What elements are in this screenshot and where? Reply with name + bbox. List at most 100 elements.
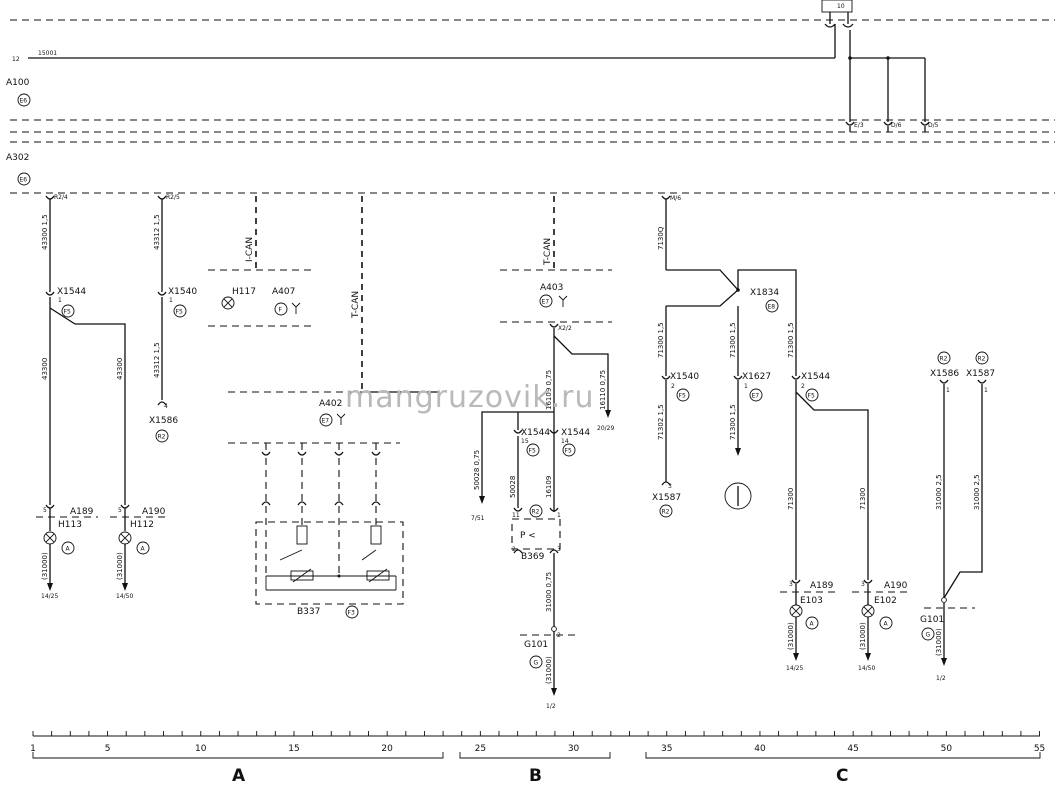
component-label: A403: [540, 283, 563, 293]
connector-pin: 3: [668, 483, 672, 490]
wire-label: 31000 0,75: [545, 572, 553, 612]
ruler-number: 1: [30, 744, 36, 754]
connector-label: X1627: [742, 372, 771, 382]
bus-label: I-CAN: [245, 237, 255, 262]
ref-out: 1/2: [546, 703, 556, 710]
connector-pin: 4: [164, 403, 168, 410]
connector-pin: 14: [561, 438, 569, 445]
wire-label: 43312 1,5: [153, 214, 161, 250]
wire-label: 31000 2,5: [935, 474, 943, 510]
ruler-number: 20: [381, 744, 393, 754]
pin-label: 1: [557, 512, 561, 519]
wire-label: 71300 1,5: [657, 322, 665, 358]
connector-pin: 2: [671, 383, 675, 390]
component-label: G101: [920, 615, 944, 625]
ref-out: 14/25: [41, 593, 58, 600]
connector-label: X1540: [670, 372, 699, 382]
component-ref: F: [279, 307, 283, 314]
component-ref: A: [66, 546, 71, 553]
connector-ref: E8: [768, 304, 776, 311]
wire-label: 16109: [545, 476, 553, 498]
component-label: B337: [297, 607, 320, 617]
circuit-h112: 5 A190 H112 A (31000) 14/50: [110, 504, 170, 600]
component-label: E102: [874, 596, 897, 606]
section-c-label: C: [836, 766, 848, 786]
connector-label: X1540: [168, 287, 197, 297]
wire-label: 71300 1,5: [729, 404, 737, 440]
wire-label: (31000): [935, 628, 943, 656]
tap-label: R2/4: [54, 194, 68, 201]
ruler-number: 40: [754, 744, 766, 754]
ref-out: 14/50: [858, 665, 875, 672]
wire-label: (31000): [116, 552, 124, 580]
wire-label: 43300 1,5: [41, 214, 49, 250]
connector-ref: E7: [752, 393, 760, 400]
wire-label: 71300: [859, 488, 867, 510]
connector-ref: F5: [808, 393, 815, 400]
module-a100-ref: E6: [20, 98, 28, 105]
pin-label: 5: [118, 507, 122, 514]
component-label: H117: [232, 287, 256, 297]
scale-ruler: [32, 731, 1041, 737]
ruler-number: 45: [847, 744, 858, 754]
ruler-number: 50: [941, 744, 953, 754]
connector-pin: 1: [169, 297, 173, 304]
pin-label: 3: [789, 581, 793, 588]
connector-label: X1586: [149, 416, 178, 426]
component-ref: A: [884, 621, 889, 628]
b369-symbol: P <: [520, 531, 536, 541]
wire-label: 71300 1,5: [729, 322, 737, 358]
wire-number: 12: [12, 56, 20, 63]
connector-label: X1544: [521, 428, 550, 438]
connector-pin: 2: [801, 383, 805, 390]
wire-label: 50028: [509, 476, 517, 498]
connector-ref: F5: [679, 393, 686, 400]
component-ref: E7: [542, 299, 550, 306]
bus-label: T-CAN: [351, 291, 361, 319]
wire-label: (31000): [41, 552, 49, 580]
wire-label: (31000): [859, 622, 867, 650]
ruler-number: 5: [105, 744, 111, 754]
section-a-label: A: [232, 766, 246, 786]
ref-out: 7/51: [471, 515, 485, 522]
module-label: A190: [142, 507, 166, 517]
pin-label: 3: [861, 581, 865, 588]
wire-label: 43300: [41, 358, 49, 380]
section-b-label: B: [529, 766, 542, 786]
connector-label: X1587: [652, 493, 681, 503]
component-label: A402: [319, 399, 342, 409]
component-ref: E7: [322, 418, 330, 425]
ruler-number: 30: [568, 744, 580, 754]
connector-ref: R2: [940, 356, 948, 363]
ref-out: 20/29: [597, 425, 614, 432]
can-block-a407: I-CAN H117 A407 F: [208, 196, 312, 327]
circuit-h113: R2/4 43300 1,5 X1544 1 F5 43300 43300 5 …: [36, 194, 126, 600]
circuit-g101-right: R2 R2 X1586 X1587 1 1 31000 2,5 31000 2,…: [920, 351, 995, 682]
module-label: A190: [884, 581, 908, 591]
component-label: H112: [130, 520, 154, 530]
wire-label: 16110 0,75: [599, 370, 607, 410]
component-label: E103: [800, 596, 823, 606]
tap-label: E/3: [854, 122, 864, 129]
ruler-number: 15: [288, 744, 299, 754]
connector-ref: R2: [978, 356, 986, 363]
module-label: A189: [70, 507, 94, 517]
circuit-x1540-x1586: R2/5 43312 1,5 X1540 1 F5 43312 1,5 4 X1…: [149, 194, 197, 443]
connector-pin: 1: [58, 297, 62, 304]
wire-label: 43312 1,5: [153, 342, 161, 378]
connector-pin: 1: [946, 387, 950, 394]
component-label: H113: [58, 520, 82, 530]
connector-pin: 1: [744, 383, 748, 390]
pin-label: X2/2: [558, 325, 572, 332]
ref-out: 14/50: [116, 593, 133, 600]
component-label: G101: [524, 640, 548, 650]
connector-label: X1587: [966, 369, 995, 379]
ref-out: 1/2: [936, 675, 946, 682]
a302-module: A302 E6: [6, 153, 1055, 194]
a100-module: 12 15001 A100 E6 10 E/3 D/6 D/5: [6, 0, 1055, 143]
watermark: mangruzovik.ru: [345, 380, 594, 415]
connector-ref: F5: [529, 448, 536, 455]
